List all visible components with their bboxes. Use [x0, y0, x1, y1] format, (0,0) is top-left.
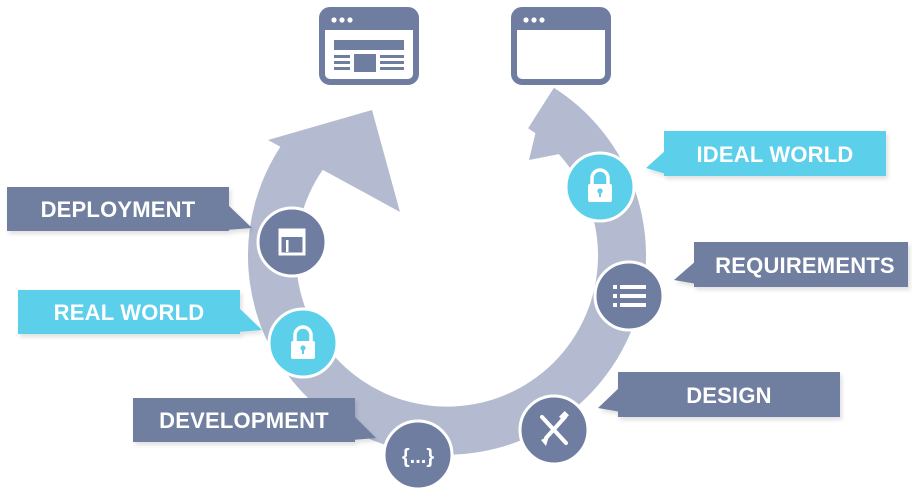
node-requirements: [593, 260, 665, 332]
label-requirements-text: REQUIREMENTS: [715, 253, 895, 278]
label-requirements: REQUIREMENTS: [674, 242, 908, 287]
label-design: DESIGN: [598, 372, 840, 417]
browser-window-content-icon: [319, 7, 419, 85]
design-tools-icon: [540, 411, 569, 446]
node-real-world: [267, 307, 339, 379]
label-development-text: DEVELOPMENT: [159, 408, 329, 433]
label-ideal-world: IDEAL WORLD: [646, 131, 886, 176]
node-development: {...}: [382, 419, 454, 491]
node-deployment: [256, 206, 328, 278]
label-ideal-world-text: IDEAL WORLD: [696, 142, 853, 167]
label-real-world-text: REAL WORLD: [54, 300, 205, 325]
lock-icon: [291, 325, 315, 359]
node-design: [518, 394, 590, 466]
label-deployment-text: DEPLOYMENT: [41, 197, 196, 222]
code-braces-icon: {...}: [402, 446, 434, 468]
label-design-text: DESIGN: [686, 383, 772, 408]
lock-icon: [588, 168, 612, 202]
layout-icon: [278, 228, 306, 256]
ring-start-tail: [529, 110, 580, 160]
label-real-world: REAL WORLD: [18, 290, 262, 334]
browser-window-empty-icon: [511, 7, 611, 85]
cycle-ring: [248, 87, 646, 455]
cycle-arrowhead: [268, 110, 400, 212]
node-ideal-world: [564, 151, 636, 223]
label-deployment: DEPLOYMENT: [7, 187, 252, 231]
list-icon: [613, 285, 646, 307]
label-development: DEVELOPMENT: [133, 398, 376, 442]
